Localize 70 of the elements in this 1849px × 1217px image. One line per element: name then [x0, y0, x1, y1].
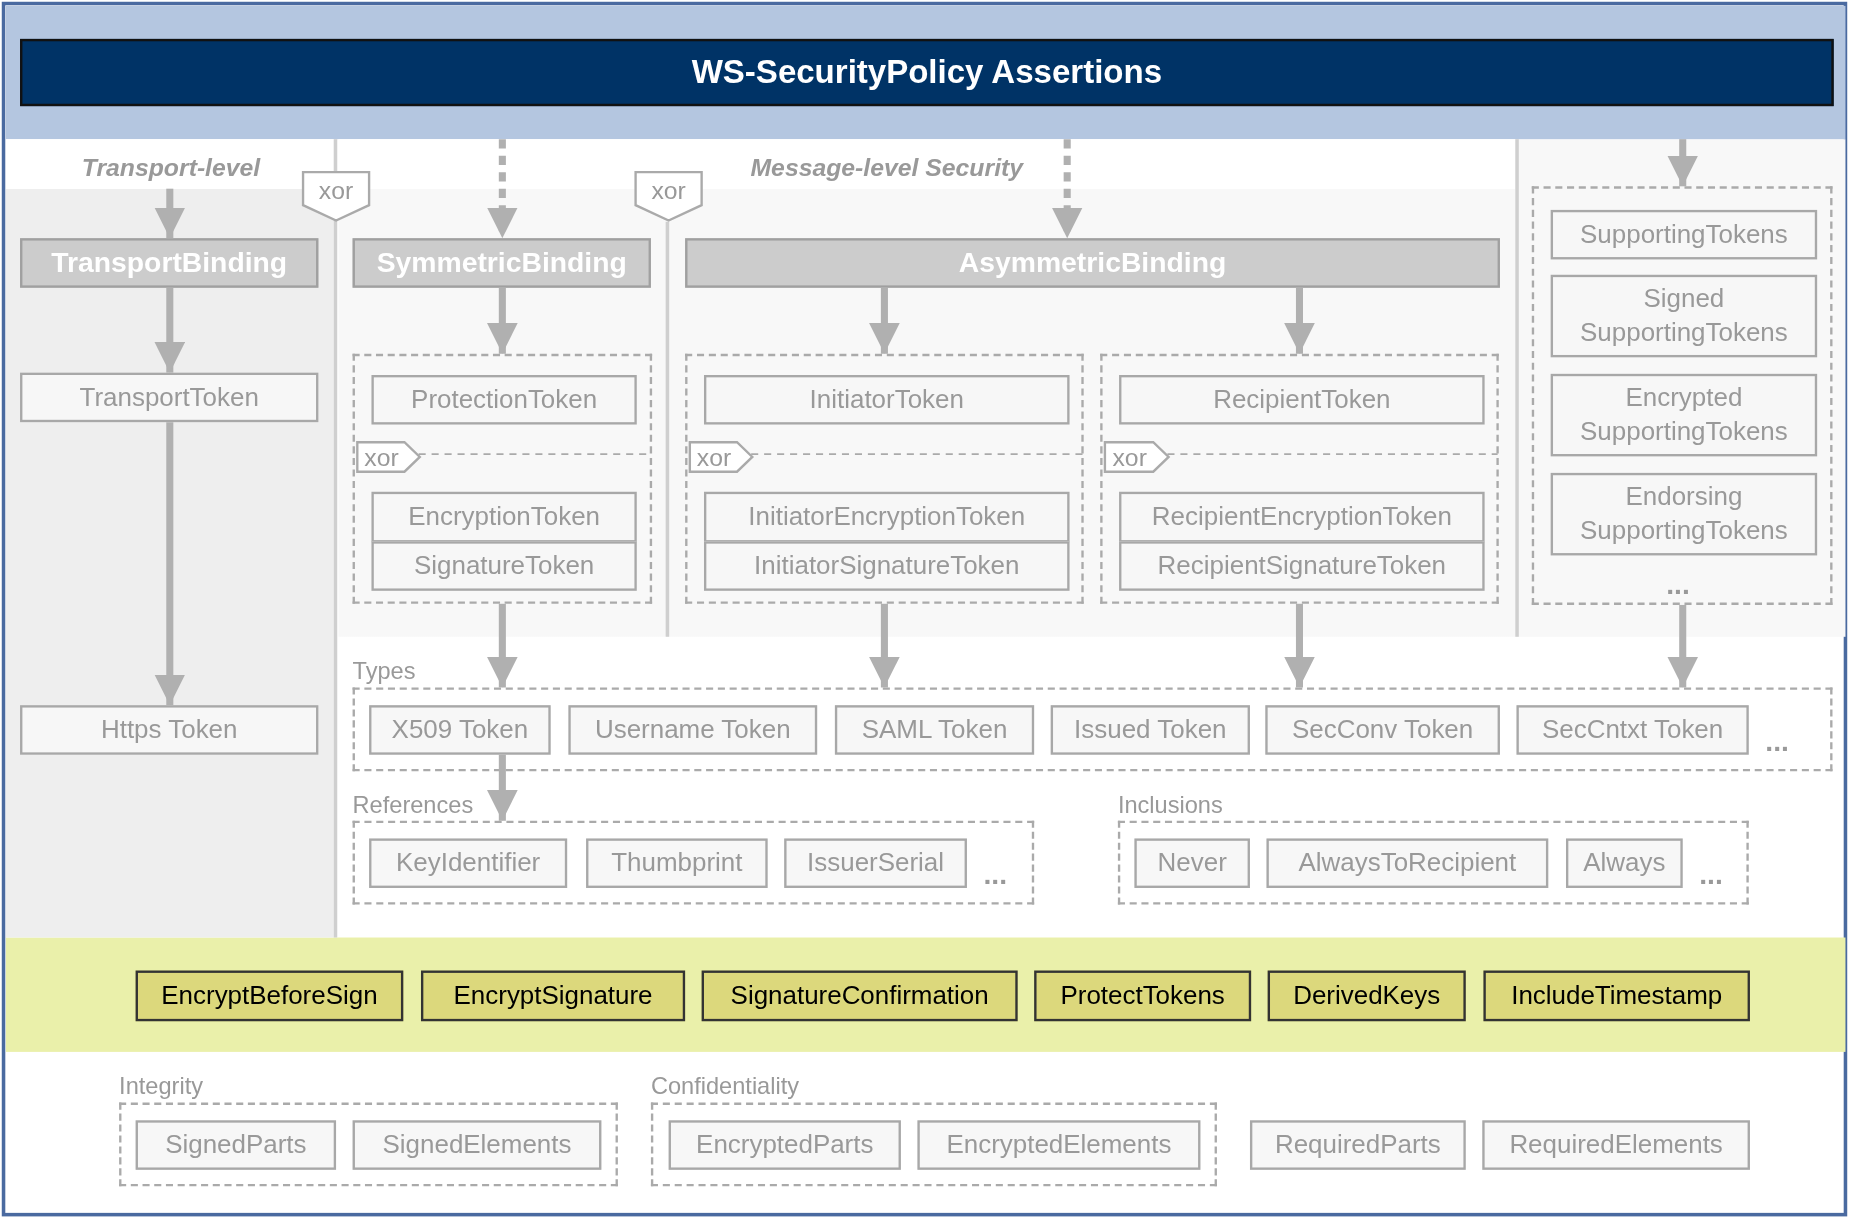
xor-tag: xor	[1103, 441, 1170, 473]
token-box: SecCntxt Token	[1516, 705, 1749, 755]
token-box: RequiredParts	[1249, 1120, 1466, 1170]
token-box: Encrypted SupportingTokens	[1550, 373, 1818, 457]
option-box: IncludeTimestamp	[1483, 970, 1750, 1022]
token-box: IssuerSerial	[784, 838, 967, 888]
token-box: KeyIdentifier	[369, 838, 568, 888]
token-box: SAML Token	[834, 705, 1035, 755]
token-box: InitiatorToken	[704, 375, 1070, 425]
token-box: SignedParts	[135, 1120, 337, 1170]
xor-tag: xor	[356, 441, 421, 473]
token-box: TransportToken	[20, 372, 319, 423]
section-heading: Message-level Security	[749, 152, 1025, 183]
token-box: Endorsing SupportingTokens	[1550, 472, 1818, 556]
token-box: X509 Token	[369, 705, 551, 755]
arrow	[1051, 139, 1083, 239]
token-box: Never	[1134, 838, 1250, 888]
token-box: InitiatorEncryptionToken	[704, 491, 1070, 543]
token-box: Thumbprint	[586, 838, 768, 888]
token-box: RecipientToken	[1119, 375, 1485, 425]
xor-tag: xor	[634, 171, 703, 222]
option-box: DerivedKeys	[1267, 970, 1466, 1022]
dashed-group	[1531, 186, 1833, 605]
group-heading: References	[352, 790, 474, 820]
token-box: SignatureToken	[371, 541, 637, 591]
group-heading: Inclusions	[1117, 790, 1223, 820]
token-box: ProtectionToken	[371, 375, 637, 425]
section-heading: Transport-level	[80, 152, 262, 183]
token-box: RecipientSignatureToken	[1119, 541, 1485, 591]
token-box: Always	[1566, 838, 1683, 888]
token-box: SupportingTokens	[1550, 209, 1818, 260]
dashed-group	[352, 353, 653, 604]
ellipsis-mark: ...	[1765, 727, 1789, 756]
token-box: AlwaysToRecipient	[1266, 838, 1549, 888]
token-box: RecipientEncryptionToken	[1119, 491, 1485, 543]
header-band	[5, 5, 1846, 140]
arrow	[1667, 604, 1699, 688]
token-box: EncryptionToken	[371, 491, 637, 543]
arrow	[154, 422, 186, 706]
xor-tag: xor	[688, 441, 754, 473]
token-box: SignedElements	[352, 1120, 602, 1170]
arrow	[154, 188, 186, 239]
group-heading: Types	[352, 657, 416, 686]
token-box: InitiatorSignatureToken	[704, 541, 1070, 591]
option-box: ProtectTokens	[1034, 970, 1252, 1022]
token-box: Username Token	[568, 705, 818, 755]
option-box: EncryptBeforeSign	[135, 970, 404, 1022]
dashed-group	[685, 353, 1084, 604]
title-bar: WS-SecurityPolicy Assertions	[20, 38, 1834, 107]
group-heading: Confidentiality	[650, 1072, 800, 1102]
token-box: Signed SupportingTokens	[1550, 274, 1818, 358]
group-heading: Integrity	[119, 1072, 203, 1102]
token-box: SecConv Token	[1265, 705, 1500, 755]
ellipsis-mark: ...	[983, 860, 1008, 890]
arrow	[869, 603, 900, 688]
token-box: RequiredElements	[1482, 1120, 1750, 1170]
ellipsis-mark: ...	[1666, 570, 1690, 600]
token-box: Https Token	[20, 705, 319, 755]
arrow	[1284, 603, 1315, 688]
option-box: EncryptSignature	[421, 970, 686, 1022]
option-box: SignatureConfirmation	[701, 970, 1018, 1022]
arrow	[487, 603, 518, 688]
token-box: EncryptedParts	[668, 1120, 901, 1170]
token-box: Issued Token	[1050, 705, 1250, 755]
arrow	[1667, 139, 1699, 187]
arrow	[487, 139, 518, 239]
token-box: EncryptedElements	[917, 1120, 1201, 1170]
dashed-group	[1100, 353, 1499, 604]
arrow	[154, 287, 186, 373]
ellipsis-mark: ...	[1699, 860, 1723, 890]
